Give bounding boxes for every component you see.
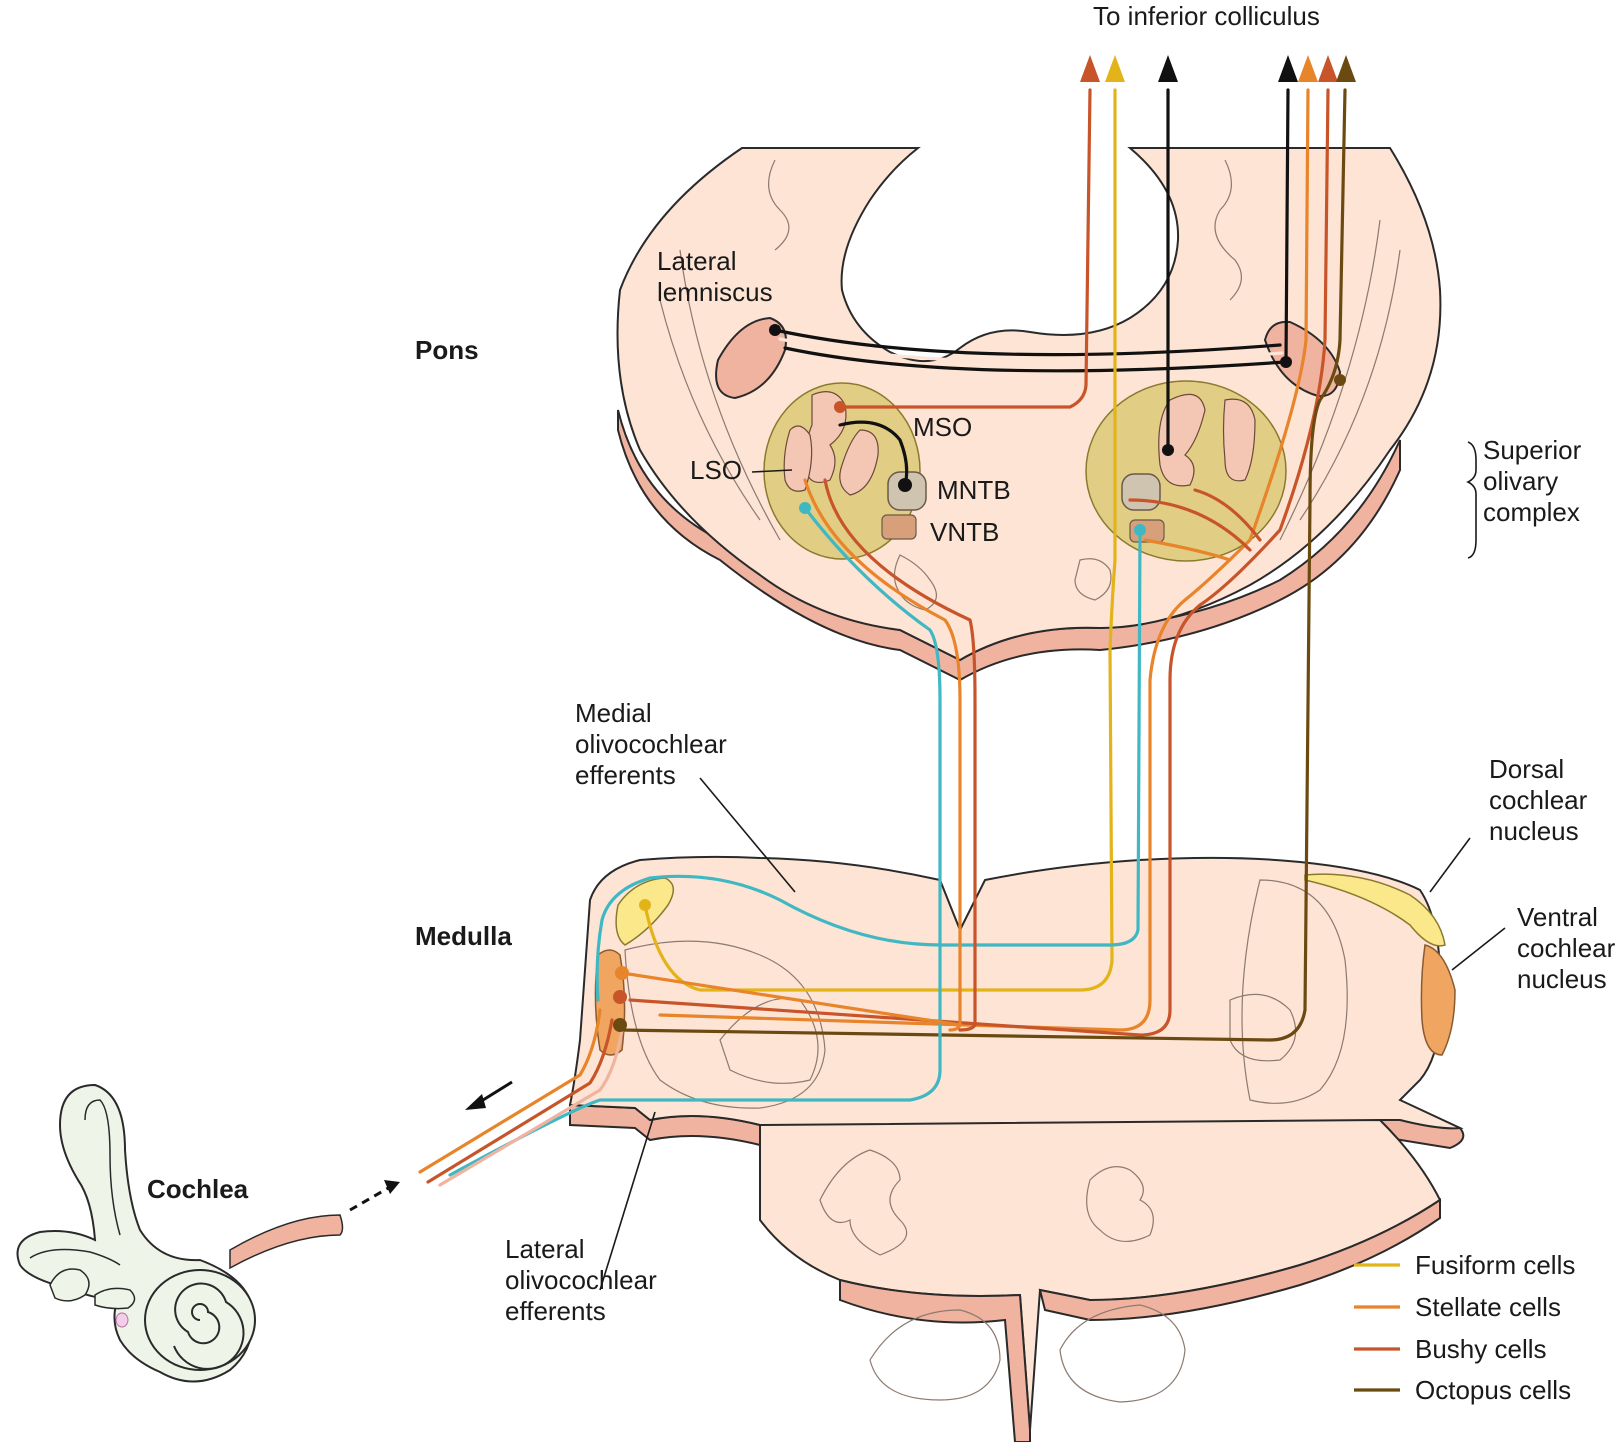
medial-olivocochlear-fiber — [448, 506, 942, 1177]
fusiform-fiber-to-ic — [643, 88, 1117, 992]
ventral-cochlear-label-3: nucleus — [1517, 964, 1607, 994]
legend-item-fusiform: Fusiform cells — [1354, 1250, 1575, 1280]
arrowhead-black-left — [1158, 55, 1178, 82]
lateral-lemniscus-label-2: lemniscus — [657, 277, 773, 307]
pons-label: Pons — [415, 335, 479, 365]
pons-section — [616, 147, 1442, 682]
legend-item-stellate: Stellate cells — [1354, 1292, 1561, 1322]
right-ventral-cochlear-nucleus — [1420, 944, 1456, 1056]
medial-olivo-label-1: Medial — [575, 698, 652, 728]
arrowhead-stellate — [1298, 55, 1318, 82]
medulla-section — [568, 855, 1465, 1442]
right-dorsal-cochlear-nucleus — [1304, 873, 1446, 947]
lso-label: LSO — [690, 455, 742, 485]
mso-label: MSO — [913, 412, 972, 442]
mntb-label: MNTB — [937, 475, 1011, 505]
medial-olivo-label-3: efferents — [575, 760, 676, 790]
ventral-cochlear-label-1: Ventral — [1517, 902, 1598, 932]
lateral-lemniscus-label-1: Lateral — [657, 246, 737, 276]
superior-olivary-label-3: complex — [1483, 497, 1580, 527]
legend-label-bushy: Bushy cells — [1415, 1334, 1547, 1364]
legend: Fusiform cells Stellate cells Bushy cell… — [1354, 1250, 1575, 1405]
dorsal-cochlear-label-3: nucleus — [1489, 816, 1579, 846]
legend-item-bushy: Bushy cells — [1354, 1334, 1547, 1364]
medial-olivo-label-2: olivocochlear — [575, 729, 727, 759]
cochlea-label: Cochlea — [147, 1174, 249, 1204]
legend-label-stellate: Stellate cells — [1415, 1292, 1561, 1322]
left-lateral-lemniscus — [715, 316, 787, 400]
bushy-fiber-left-to-ic — [838, 88, 1092, 409]
left-dorsal-cochlear-nucleus — [615, 877, 674, 946]
superior-olivary-label-2: olivary — [1483, 466, 1558, 496]
arrowhead-fusiform — [1105, 55, 1125, 82]
top-label: To inferior colliculus — [1093, 1, 1320, 31]
dorsal-cochlear-label-1: Dorsal — [1489, 754, 1564, 784]
bushy-fiber-right-to-ic — [628, 88, 1330, 1037]
auditory-nerve-bundle — [418, 1008, 602, 1174]
left-vntb — [881, 514, 917, 540]
leader-lines — [599, 441, 1506, 1291]
superior-olivary-label-1: Superior — [1483, 435, 1582, 465]
afferent-direction-arrow — [349, 1185, 391, 1212]
vntb-label: VNTB — [930, 517, 999, 547]
dorsal-cochlear-label-2: cochlear — [1489, 785, 1588, 815]
lateral-olivo-label-2: olivocochlear — [505, 1265, 657, 1295]
arrowhead-bushy-right — [1318, 55, 1338, 82]
commissural-fiber-upper — [773, 328, 1282, 357]
left-lso — [783, 425, 813, 492]
ventral-cochlear-label-2: cochlear — [1517, 933, 1616, 963]
lateral-olivo-label-3: efferents — [505, 1296, 606, 1326]
labels: To inferior colliculus Pons Medulla Coch… — [147, 1, 1616, 1326]
medulla-label: Medulla — [415, 921, 512, 951]
arrowhead-octopus — [1336, 55, 1356, 82]
octopus-fiber-to-ic — [618, 88, 1347, 1042]
cochlea-illustration — [16, 1083, 344, 1383]
arrowhead-black-right — [1278, 55, 1298, 82]
legend-label-octopus: Octopus cells — [1415, 1375, 1571, 1405]
lateral-olivo-label-1: Lateral — [505, 1234, 585, 1264]
arrowhead-bushy-left — [1080, 55, 1100, 82]
legend-label-fusiform: Fusiform cells — [1415, 1250, 1575, 1280]
legend-item-octopus: Octopus cells — [1354, 1375, 1571, 1405]
right-mntb — [1121, 473, 1161, 511]
stellate-fiber-to-ic — [658, 88, 1310, 1032]
commissural-fiber-lower — [783, 346, 1287, 373]
fiber-pathways — [349, 55, 1356, 1212]
